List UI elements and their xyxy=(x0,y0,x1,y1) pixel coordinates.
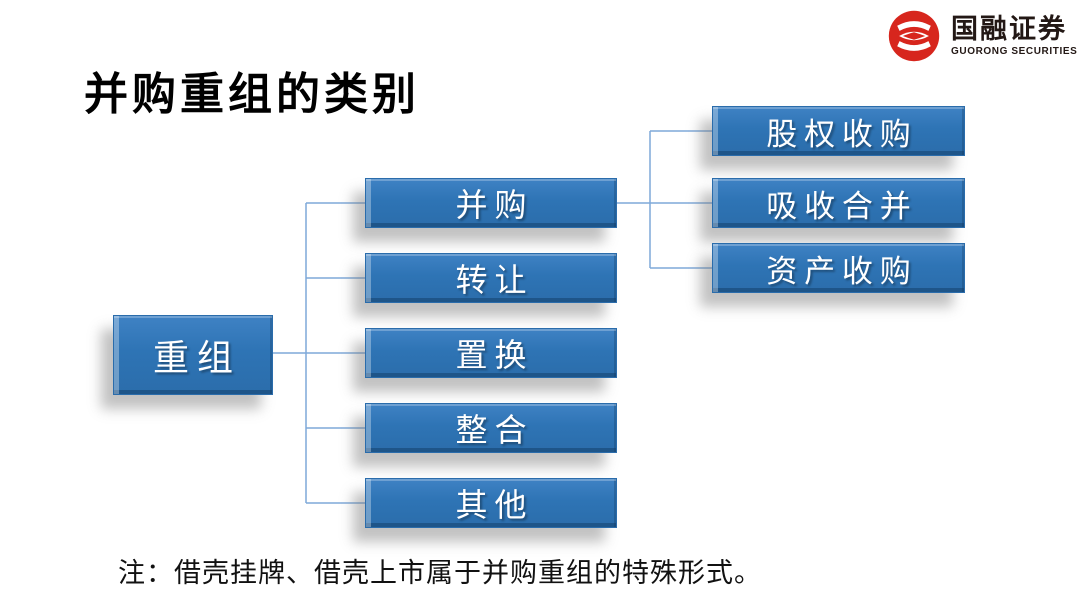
diagram-node-transfer: 转让 xyxy=(365,253,617,303)
diagram-node-equity-acquisition: 股权收购 xyxy=(712,106,965,156)
diagram-node-absorption-merger: 吸收合并 xyxy=(712,178,965,228)
brand-name-cn: 国融证券 xyxy=(951,13,1067,44)
diagram-node-asset-acquisition: 资产收购 xyxy=(712,243,965,293)
brand-name-en: GUORONG SECURITIES xyxy=(951,46,1078,58)
brand-logo-text: 国融证券 GUORONG SECURITIES xyxy=(951,13,1078,58)
diagram-node-swap: 置换 xyxy=(365,328,617,378)
guorong-logo-icon xyxy=(888,10,940,62)
diagram-node-other: 其他 xyxy=(365,478,617,528)
diagram-node-merger: 并购 xyxy=(365,178,617,228)
brand-logo: 国融证券 GUORONG SECURITIES xyxy=(886,8,1077,64)
footnote: 注：借壳挂牌、借壳上市属于并购重组的特殊形式。 xyxy=(118,558,762,588)
diagram-node-integration: 整合 xyxy=(365,403,617,453)
page-title: 并购重组的类别 xyxy=(84,70,420,119)
diagram-node-restructuring: 重组 xyxy=(113,315,273,395)
